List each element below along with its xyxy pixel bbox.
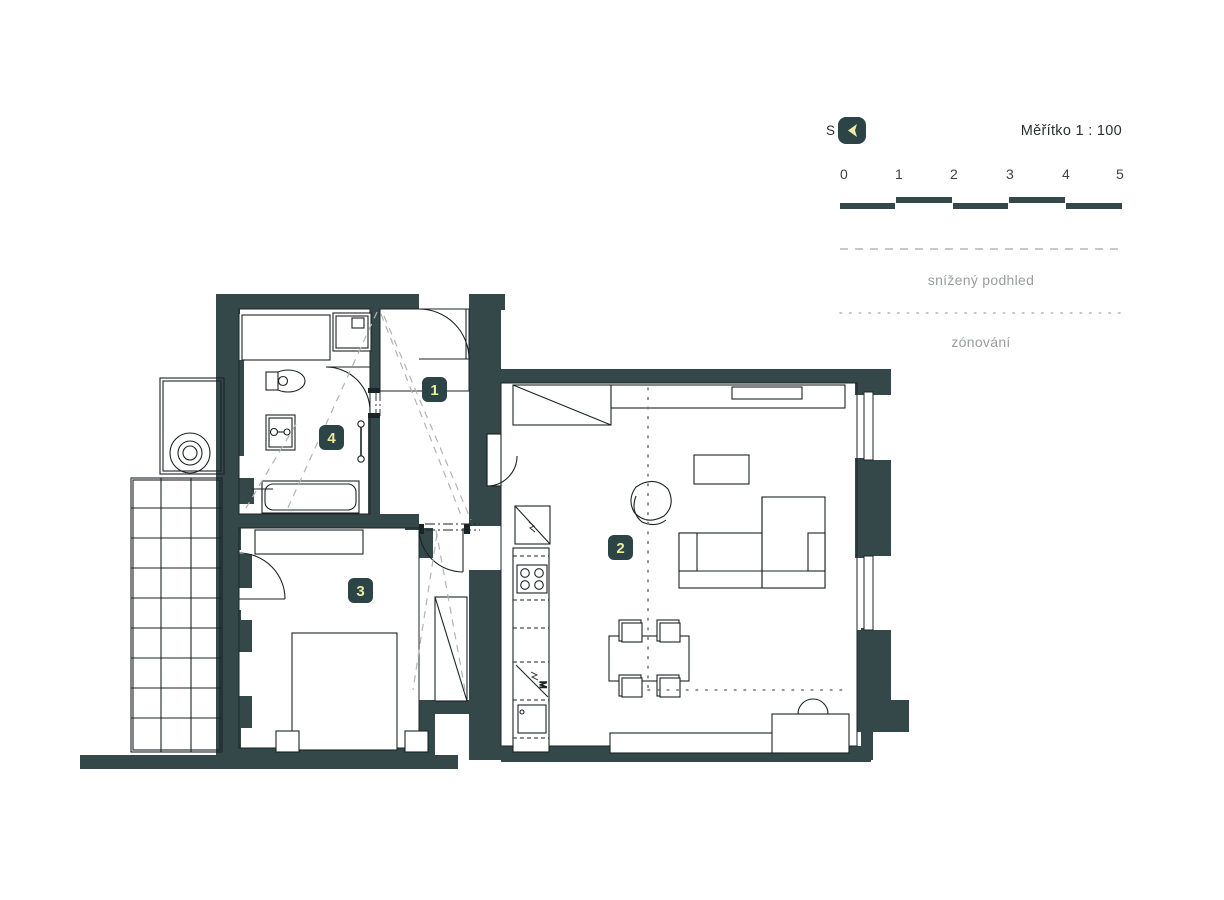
legend-label-zoning: zónování (951, 334, 1010, 350)
window-upper (863, 391, 874, 461)
room-badges: 1 2 3 4 (319, 377, 633, 603)
sideboard (609, 732, 780, 754)
entrance-door (418, 308, 470, 360)
wardrobe (434, 596, 468, 702)
upper-cabinet (512, 384, 612, 426)
scale-legend-panel: S Měřítko 1 : 100 0 1 2 3 4 5 snížený po… (826, 117, 1124, 350)
room-badge-4[interactable]: 4 (319, 425, 344, 450)
legend-item-lowered-ceiling: snížený podhled (840, 248, 1122, 288)
north-label: S (826, 123, 835, 138)
kitchen-sink (517, 704, 547, 734)
room-badge-1[interactable]: 1 (422, 377, 447, 402)
scale-tick-3: 3 (1006, 166, 1014, 182)
room-badge-1-label: 1 (430, 382, 438, 399)
dining-chairs (618, 619, 681, 698)
scale-bar-segment (1066, 203, 1122, 209)
wall-shelf (610, 384, 846, 409)
legend-label-lowered-ceiling: snížený podhled (928, 272, 1034, 288)
bathroom-door (325, 366, 371, 412)
armchair (630, 480, 672, 526)
floor-plan-drawing: M (80, 294, 909, 769)
washbasin (265, 414, 296, 451)
bathroom-fixtures (241, 312, 372, 514)
scale-tick-1: 1 (895, 166, 903, 182)
microwave: M (513, 661, 549, 701)
dining-table (608, 635, 690, 682)
balcony-terrace (130, 377, 225, 753)
desk-chair (797, 698, 829, 715)
coffee-table (693, 454, 750, 485)
scale-tick-2: 2 (950, 166, 958, 182)
svg-text:M: M (538, 681, 548, 689)
scale-bar-segment (1009, 197, 1065, 203)
bedroom-door (418, 527, 464, 573)
scale-tick-0: 0 (840, 166, 848, 182)
headboard-shelf (254, 529, 364, 555)
cooktop (516, 564, 548, 594)
room-badge-3[interactable]: 3 (348, 578, 373, 603)
room-badge-3-label: 3 (356, 583, 364, 600)
scale-bar-segment (953, 203, 1008, 209)
zoning-lines (647, 387, 846, 691)
hall-living-door (486, 433, 518, 487)
bedroom-furniture (254, 529, 468, 753)
shelf-insert (731, 386, 803, 400)
door-jambs (368, 388, 470, 534)
nightstand-right (404, 730, 429, 753)
desk (771, 713, 850, 754)
room-badge-4-label: 4 (327, 430, 336, 447)
towel-rail (357, 420, 365, 463)
scale-tick-5: 5 (1116, 166, 1124, 182)
living-room-furniture (512, 384, 850, 754)
bathtub (252, 480, 360, 514)
corridor-door (238, 552, 286, 600)
lowered-ceiling-lines (242, 311, 472, 691)
legend-item-zoning: zónování (839, 312, 1123, 350)
door-opening-marks (375, 391, 480, 531)
scale-bar-segment (896, 197, 952, 203)
scale-tick-4: 4 (1062, 166, 1070, 182)
nightstand-left (275, 730, 300, 753)
scale-bar-segment (840, 203, 895, 209)
toilet (265, 369, 306, 393)
round-table (169, 432, 211, 474)
sofa (678, 496, 826, 589)
scale-title: Měřítko 1 : 100 (1021, 123, 1122, 139)
north-indicator[interactable]: S (826, 117, 866, 144)
room-badge-2[interactable]: 2 (608, 535, 633, 560)
kitchen-units: M (512, 505, 551, 753)
room-badge-2-label: 2 (616, 540, 624, 557)
window-lower (863, 555, 874, 631)
north-arrow-icon (848, 124, 857, 137)
scale-bar (840, 197, 1122, 209)
fridge-unit (514, 505, 551, 545)
scale-ticks: 0 1 2 3 4 5 (840, 166, 1124, 182)
vanity-counter (241, 314, 331, 361)
windows (863, 391, 874, 631)
bed (291, 632, 398, 751)
